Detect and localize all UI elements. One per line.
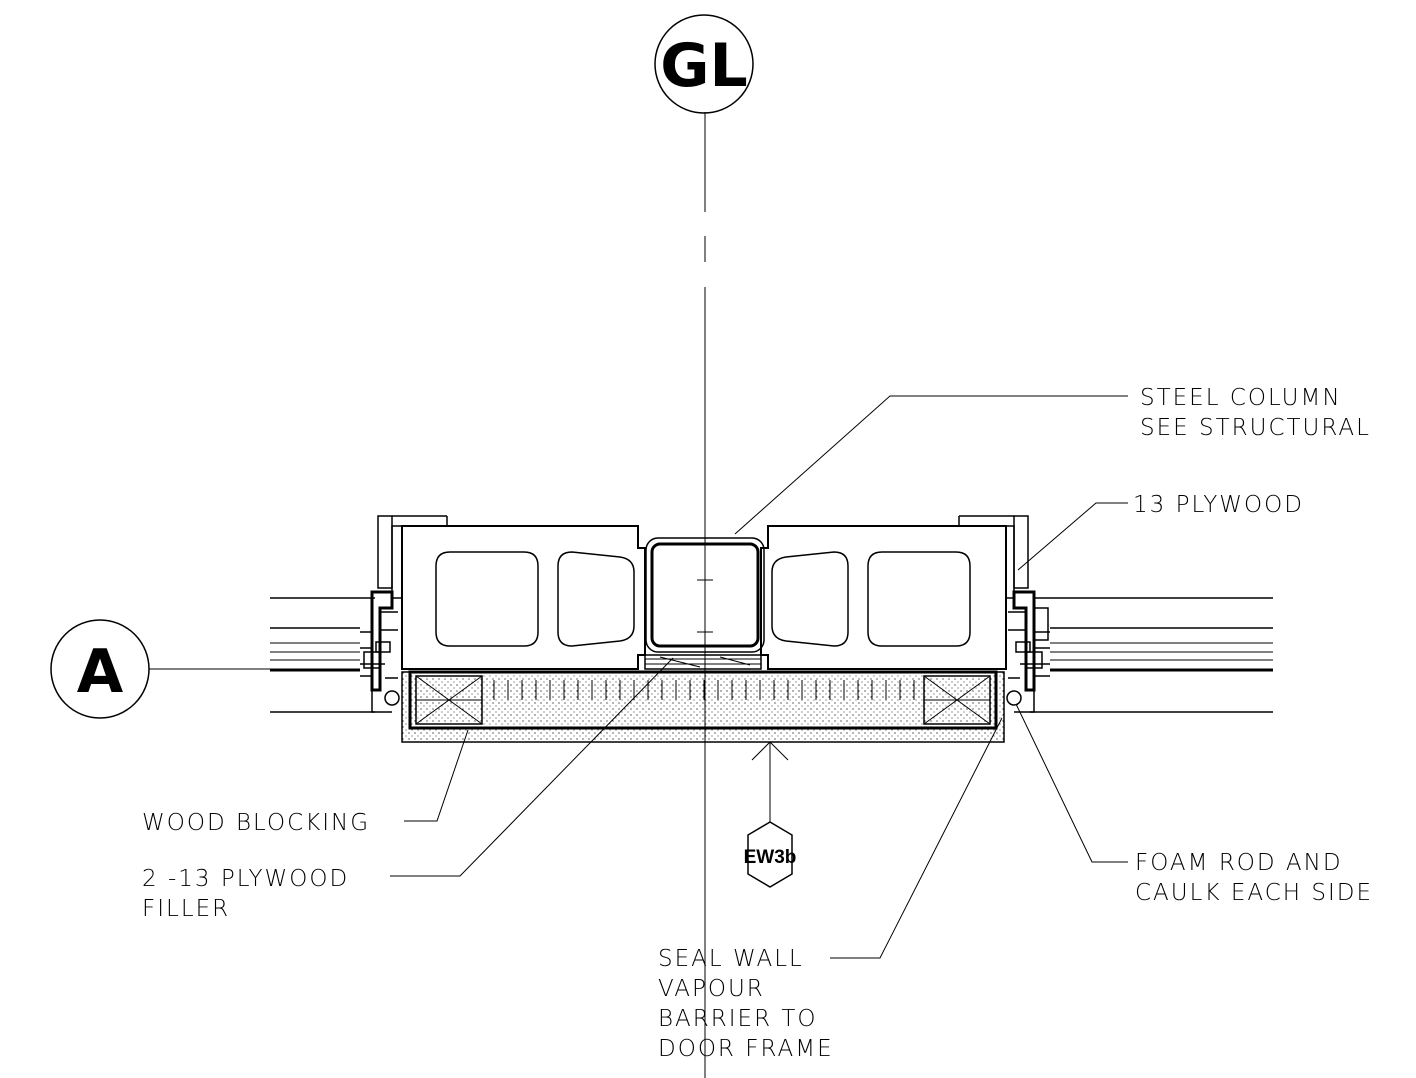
grid-bubble-gl-label: GL <box>660 31 747 101</box>
note-foam-rod-line2: CAULK EACH SIDE <box>1135 880 1373 906</box>
note-plywood-filler-line2: FILLER <box>142 896 230 922</box>
grid-bubble-gl: GL <box>654 14 754 114</box>
insulation-zone <box>401 670 1005 743</box>
wood-blocking <box>415 675 991 725</box>
note-seal-wall-line3: BARRIER TO <box>658 1006 818 1032</box>
note-seal-wall-line1: SEAL WALL <box>658 946 804 972</box>
note-seal-wall-line4: DOOR FRAME <box>658 1036 834 1062</box>
right-door-frame <box>958 515 1050 713</box>
right-wall <box>1030 597 1273 713</box>
grid-bubble-a-label: A <box>77 637 124 707</box>
door-frame-bodies <box>401 525 1007 670</box>
notes: STEEL COLUMN SEE STRUCTURAL 13 PLYWOOD W… <box>142 385 1373 1062</box>
note-plywood-13: 13 PLYWOOD <box>1133 492 1304 518</box>
note-foam-rod-line1: FOAM ROD AND <box>1135 850 1343 876</box>
note-plywood-filler-line1: 2 -13 PLYWOOD <box>142 866 349 892</box>
note-steel-column-line1: STEEL COLUMN <box>1140 385 1342 411</box>
leaders <box>390 395 1128 959</box>
section-tag-label: EW3b <box>744 847 797 868</box>
note-seal-wall-line2: VAPOUR <box>658 976 765 1002</box>
note-steel-column-line2: SEE STRUCTURAL <box>1140 415 1371 441</box>
section-tag-ew3b: EW3b <box>744 741 797 888</box>
plywood-filler <box>644 654 762 670</box>
steel-column <box>645 537 765 653</box>
grid-bubble-a: A <box>50 619 272 719</box>
left-wall <box>270 597 375 713</box>
note-wood-blocking: WOOD BLOCKING <box>142 810 370 836</box>
